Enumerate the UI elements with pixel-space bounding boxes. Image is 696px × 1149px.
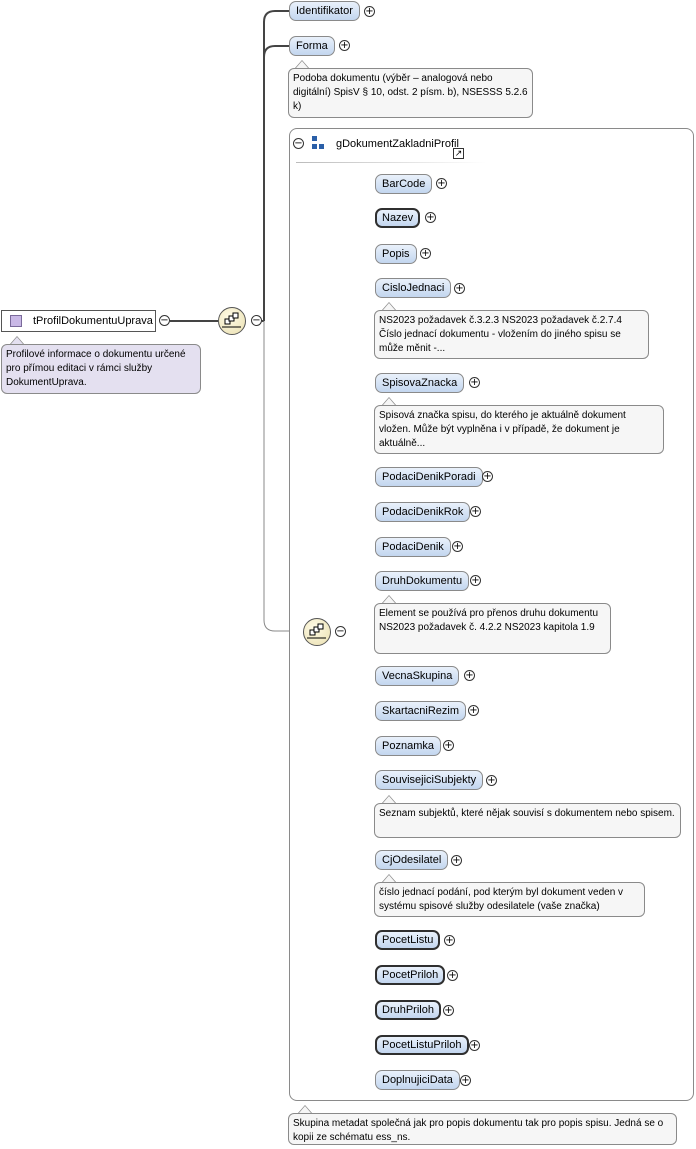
annotation-pointer <box>382 595 396 603</box>
expand-pocetlistupriloh-icon[interactable]: + <box>469 1040 480 1051</box>
expand-forma-icon[interactable]: + <box>339 40 350 51</box>
element-cislojednaci[interactable]: CisloJednaci <box>375 278 452 298</box>
cislojednaci-annotation: NS2023 požadavek č.3.2.3 NS2023 požadave… <box>374 310 649 359</box>
annotation-pointer <box>10 336 24 344</box>
annotation-pointer <box>382 397 396 405</box>
element-barcode[interactable]: BarCode <box>375 174 433 194</box>
collapse-inner-sequence-icon[interactable]: − <box>335 626 346 637</box>
element-popis[interactable]: Popis <box>375 244 417 264</box>
expand-druhpriloh-icon[interactable]: + <box>443 1005 454 1016</box>
expand-popis-icon[interactable]: + <box>420 248 431 259</box>
root-complex-type[interactable]: tProfilDokumentuUprava <box>1 310 156 332</box>
expand-pocetpriloh-icon[interactable]: + <box>447 970 458 981</box>
spisovaznacka-annotation: Spisová značka spisu, do kterého je aktu… <box>374 405 664 454</box>
expand-barcode-icon[interactable]: + <box>436 178 447 189</box>
group-name: gDokumentZakladniProfil <box>336 138 459 150</box>
group-annotation: Skupina metadat společná jak pro popis d… <box>288 1113 677 1145</box>
annotation-pointer <box>295 60 309 68</box>
expand-podacidenikporadi-icon[interactable]: + <box>482 471 493 482</box>
element-pocetlistupriloh[interactable]: PocetListuPriloh <box>375 1035 469 1055</box>
element-podacidenikrok[interactable]: PodaciDenikRok <box>375 502 471 522</box>
expand-skartacnirezim-icon[interactable]: + <box>468 705 479 716</box>
expand-spisovaznacka-icon[interactable]: + <box>469 377 480 388</box>
expand-identifikator-icon[interactable]: + <box>364 6 375 17</box>
element-identifikator[interactable]: Identifikator <box>289 1 360 21</box>
external-link-icon[interactable]: ↗ <box>453 148 464 159</box>
element-druhpriloh[interactable]: DruhPriloh <box>375 1000 441 1020</box>
element-souvisejicisubjekty[interactable]: SouvisejiciSubjekty <box>375 770 484 790</box>
sequence-compositor-icon[interactable] <box>218 307 246 335</box>
cjodesilatel-annotation: číslo jednací podání, pod kterým byl dok… <box>374 882 645 917</box>
expand-druhdokumentu-icon[interactable]: + <box>470 575 481 586</box>
sequence-symbol <box>222 312 241 328</box>
element-podacidenikporadi[interactable]: PodaciDenikPoradi <box>375 467 483 487</box>
expand-vecnaskupina-icon[interactable]: + <box>464 670 475 681</box>
sequence-symbol <box>307 623 326 639</box>
element-pocetpriloh[interactable]: PocetPriloh <box>375 965 446 985</box>
expand-podacidenikrok-icon[interactable]: + <box>470 506 481 517</box>
element-pocetlistu[interactable]: PocetListu <box>375 930 441 950</box>
collapse-group-icon[interactable]: − <box>293 138 304 149</box>
element-vecnaskupina[interactable]: VecnaSkupina <box>375 666 460 686</box>
collapse-root-icon[interactable]: − <box>159 315 170 326</box>
expand-cjodesilatel-icon[interactable]: + <box>451 855 462 866</box>
element-skartacnirezim[interactable]: SkartacniRezim <box>375 701 467 721</box>
expand-souvisejicisubjekty-icon[interactable]: + <box>486 775 497 786</box>
root-annotation: Profilové informace o dokumentu určené p… <box>1 344 201 394</box>
expand-podacidenik-icon[interactable]: + <box>452 541 463 552</box>
element-spisovaznacka[interactable]: SpisovaZnacka <box>375 373 465 393</box>
souvisejicisubjekty-annotation: Seznam subjektů, které nějak souvisí s d… <box>374 803 681 838</box>
annotation-pointer <box>382 795 396 803</box>
element-cjodesilatel[interactable]: CjOdesilatel <box>375 850 449 870</box>
element-poznamka[interactable]: Poznamka <box>375 736 441 756</box>
inner-sequence-compositor-icon[interactable] <box>303 618 331 646</box>
expand-doplnujicidata-icon[interactable]: + <box>460 1075 471 1086</box>
element-nazev[interactable]: Nazev <box>375 208 421 228</box>
annotation-pointer <box>382 874 396 882</box>
element-podacidenik[interactable]: PodaciDenik <box>375 537 451 557</box>
element-druhdokumentu[interactable]: DruhDokumentu <box>375 571 470 591</box>
expand-cislojednaci-icon[interactable]: + <box>454 283 465 294</box>
annotation-pointer <box>382 302 396 310</box>
expand-pocetlistu-icon[interactable]: + <box>444 935 455 946</box>
complex-type-icon <box>10 315 22 327</box>
druhdokumentu-annotation: Element se používá pro přenos druhu doku… <box>374 603 611 654</box>
annotation-pointer <box>298 1105 312 1113</box>
forma-annotation: Podoba dokumentu (výběr – analogová nebo… <box>288 68 533 118</box>
group-title-separator <box>296 162 486 163</box>
model-group-icon <box>312 136 326 150</box>
collapse-sequence-icon[interactable]: − <box>251 315 262 326</box>
expand-poznamka-icon[interactable]: + <box>443 740 454 751</box>
root-type-name: tProfilDokumentuUprava <box>33 315 153 327</box>
element-doplnujicidata[interactable]: DoplnujiciData <box>375 1070 460 1090</box>
expand-nazev-icon[interactable]: + <box>425 212 436 223</box>
element-forma[interactable]: Forma <box>289 36 335 56</box>
